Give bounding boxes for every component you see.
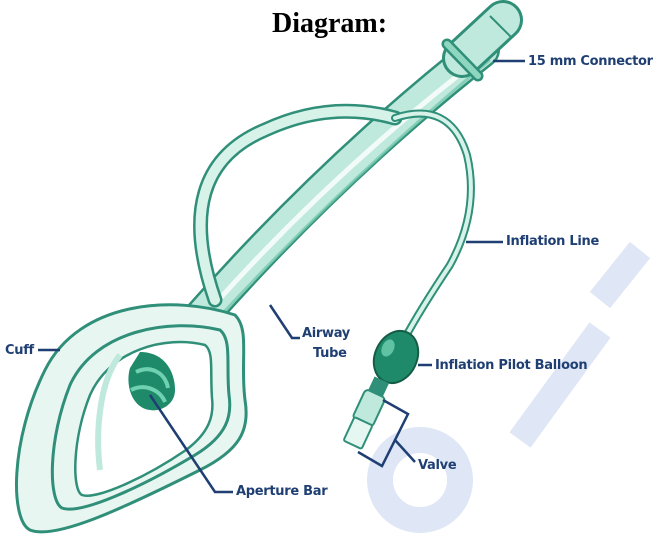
airway-tube-leader: [270, 305, 300, 338]
inflation-pilot-balloon: [366, 324, 427, 400]
page-title: Diagram:: [272, 8, 387, 40]
inflation-line: [395, 114, 471, 338]
label-airway: Airway: [302, 326, 350, 341]
connector-15mm: [447, 16, 512, 76]
cuff: [16, 305, 246, 532]
valve: [343, 389, 385, 449]
label-cuff: Cuff: [5, 343, 34, 358]
label-aperture-bar: Aperture Bar: [236, 484, 327, 499]
airway-tube: [200, 50, 490, 325]
watermark: [380, 250, 640, 520]
label-valve: Valve: [418, 458, 456, 473]
label-inflation-pilot-balloon: Inflation Pilot Balloon: [435, 358, 587, 373]
label-tube: Tube: [313, 346, 347, 361]
label-15mm-connector: 15 mm Connector: [528, 54, 653, 69]
label-inflation-line: Inflation Line: [506, 234, 599, 249]
